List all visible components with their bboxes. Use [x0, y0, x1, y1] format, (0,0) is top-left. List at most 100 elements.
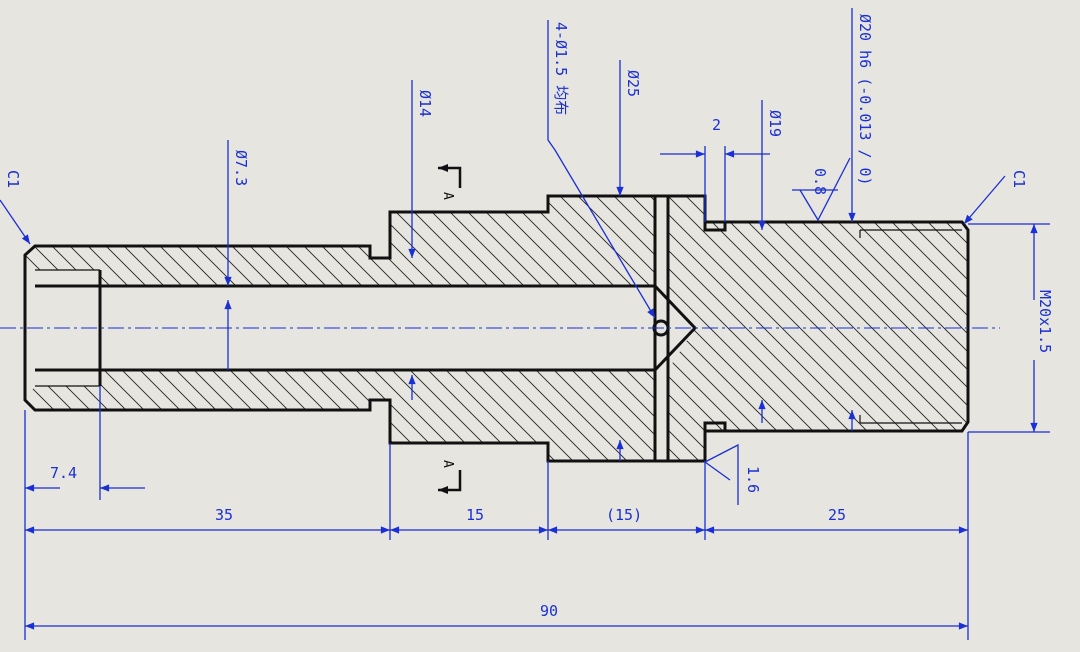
dim-len-collar-label: 15	[466, 506, 484, 524]
dim-len-bore-label: 7.4	[50, 464, 77, 482]
section-hatching	[0, 180, 1080, 480]
hatch-line	[273, 196, 575, 461]
hatch-line	[489, 196, 791, 461]
dim-len-mid: (15)	[548, 506, 705, 534]
dim-len-left-label: 35	[215, 506, 233, 524]
dim-holes: 4-Ø1.5 均布	[547, 20, 656, 319]
section-marker-bottom: A	[438, 460, 462, 494]
hatch-line	[939, 196, 968, 461]
hatch-line	[327, 196, 629, 461]
dim-bore-left: Ø7.3	[224, 140, 250, 370]
hatch-line	[111, 196, 413, 461]
hatch-line	[25, 196, 71, 461]
dim-collar-label: Ø25	[624, 70, 642, 97]
hatch-line	[25, 196, 323, 461]
hatch-line	[795, 196, 968, 461]
dim-thread-label: M20x1.5	[1036, 290, 1054, 353]
dim-len-right-label: 25	[828, 506, 846, 524]
hatch-line	[25, 196, 215, 461]
hatch-line	[25, 196, 287, 461]
dim-len-mid-label: (15)	[606, 506, 642, 524]
hatch-line	[25, 196, 197, 461]
dim-chamfer-left: C1	[0, 170, 31, 245]
hatch-line	[183, 196, 485, 461]
hatch-line	[93, 196, 395, 461]
dim-chamfer-right: C1	[963, 170, 1028, 225]
dim-chamfer-left-label: C1	[4, 170, 22, 188]
hatch-line	[201, 196, 503, 461]
hatch-line	[237, 196, 539, 461]
roughness-bottom: 1.6	[703, 443, 762, 505]
section-letter-top: A	[440, 192, 455, 200]
hatch-line	[25, 196, 179, 461]
section-letter-bottom: A	[440, 460, 455, 468]
dim-len-collar: 15	[389, 506, 548, 534]
hatch-line	[129, 196, 431, 461]
section-marker-top: A	[438, 164, 462, 200]
hatch-line	[363, 196, 665, 461]
dim-chamfer-right-label: C1	[1010, 170, 1028, 188]
hatch-line	[561, 196, 863, 461]
hatch-line	[615, 196, 917, 461]
hatch-line	[25, 196, 89, 461]
hatch-line	[507, 196, 809, 461]
hatch-line	[651, 196, 953, 461]
dim-len-total-label: 90	[540, 602, 558, 620]
hatch-line	[255, 196, 557, 461]
dim-len-left: 35	[25, 506, 391, 534]
hatch-line	[75, 196, 377, 461]
roughness-top: 0.8	[792, 157, 851, 222]
roughness-bottom-label: 1.6	[744, 466, 762, 493]
hatch-line	[597, 196, 899, 461]
dim-thread: M20x1.5	[968, 223, 1054, 433]
hatch-line	[957, 196, 968, 461]
hatch-line	[741, 196, 968, 461]
dim-len-bore: 7.4	[25, 386, 145, 500]
hatch-line	[453, 196, 755, 461]
hatch-line	[25, 196, 305, 461]
hatch-line	[25, 196, 107, 461]
dim-groove-diameter-label: Ø19	[766, 110, 784, 137]
hatch-line	[219, 196, 521, 461]
hatch-line	[1066, 180, 1080, 480]
dim-shaft-label: Ø14	[416, 90, 434, 117]
hatch-line	[759, 196, 968, 461]
hatch-line	[25, 196, 251, 461]
hatch-line	[525, 196, 827, 461]
dim-groove-diameter: Ø19	[758, 100, 784, 423]
hatch-line	[435, 196, 737, 461]
hatch-line	[777, 196, 968, 461]
hatch-line	[25, 196, 233, 461]
dim-collar: Ø25	[616, 60, 642, 461]
hatch-line	[633, 196, 935, 461]
hatch-line	[0, 180, 16, 480]
dim-groove-width: 2	[660, 116, 770, 222]
hatch-line	[147, 196, 449, 461]
hatch-line	[309, 196, 611, 461]
hatch-line	[723, 196, 968, 461]
roughness-top-label: 0.8	[811, 168, 829, 195]
hatch-line	[39, 196, 341, 461]
hatch-line	[976, 180, 1080, 480]
dim-shaft: Ø14	[408, 80, 434, 400]
hatch-line	[381, 196, 683, 461]
hatch-line	[291, 196, 593, 461]
hatch-line	[165, 196, 467, 461]
hatch-line	[471, 196, 773, 461]
dim-len-total: 90	[25, 602, 968, 630]
dim-journal-label: Ø20 h6 (-0.013 / 0)	[856, 14, 874, 186]
hatch-line	[25, 196, 125, 461]
hatch-line	[57, 196, 359, 461]
dim-groove-width-label: 2	[712, 116, 721, 134]
hatch-line	[25, 196, 143, 461]
dim-holes-label: 4-Ø1.5 均布	[552, 22, 570, 115]
dim-journal: Ø20 h6 (-0.013 / 0)	[848, 8, 874, 431]
dim-len-right: 25	[705, 506, 968, 534]
hatch-line	[687, 196, 968, 461]
dim-bore-left-label: Ø7.3	[232, 150, 250, 186]
hatch-line	[417, 196, 719, 461]
hatch-line	[669, 196, 968, 461]
hatch-line	[705, 196, 968, 461]
hatch-line	[579, 196, 881, 461]
